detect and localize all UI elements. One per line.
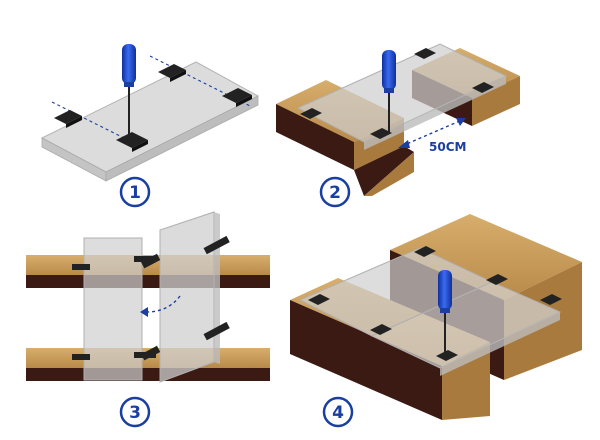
step-4-clips bbox=[308, 246, 562, 361]
step-1-clips bbox=[54, 64, 252, 152]
svg-text:3: 3 bbox=[129, 403, 141, 423]
step-3-clips bbox=[72, 235, 230, 361]
step-2-badge: 2 bbox=[319, 176, 351, 208]
dimension-arrow: 50CM bbox=[398, 118, 466, 154]
step-1-badge: 1 bbox=[119, 176, 151, 208]
step-4-badge: 4 bbox=[322, 396, 354, 428]
step-1-illustration: 1 bbox=[40, 44, 260, 208]
step-3-illustration: 3 bbox=[26, 211, 270, 428]
step-3-panel-placed bbox=[83, 237, 143, 381]
slide-arrow bbox=[140, 295, 181, 317]
svg-text:1: 1 bbox=[129, 183, 141, 203]
step-2-illustration: 50CM 2 bbox=[276, 43, 520, 208]
step-3-badge: 3 bbox=[119, 396, 151, 428]
screwdriver-icon bbox=[122, 44, 136, 138]
screwdriver-icon bbox=[382, 50, 396, 134]
svg-text:4: 4 bbox=[332, 403, 344, 423]
svg-text:2: 2 bbox=[329, 183, 341, 203]
dimension-label: 50CM bbox=[429, 140, 466, 154]
step-2-clips bbox=[300, 48, 494, 139]
step-3-panel-moving bbox=[159, 211, 215, 383]
screwdriver-icon bbox=[438, 270, 452, 360]
step-4-illustration: 4 bbox=[290, 214, 582, 428]
